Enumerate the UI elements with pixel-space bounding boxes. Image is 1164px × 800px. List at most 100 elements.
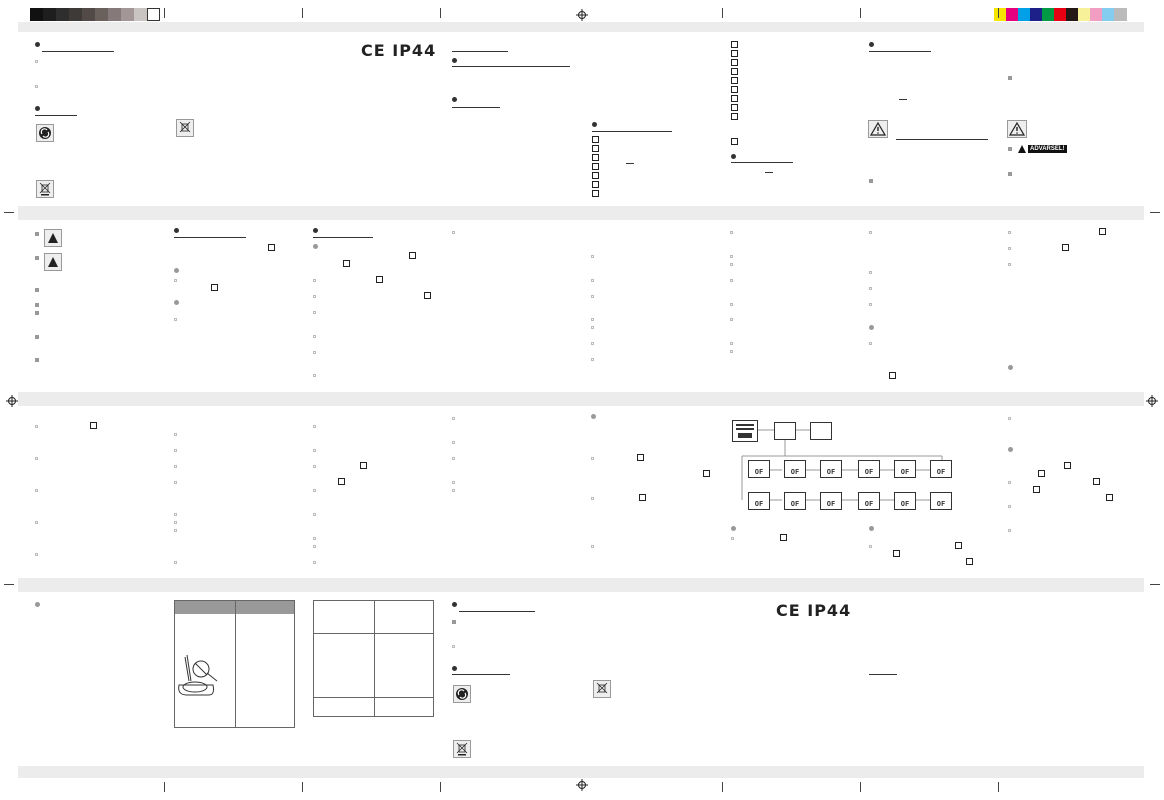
- ip-rating: IP44: [807, 601, 852, 620]
- weee-bin-icon: [176, 119, 194, 137]
- list-marker: [730, 303, 733, 306]
- list-marker: [1008, 247, 1011, 250]
- list-marker: [313, 561, 316, 564]
- part-number-box: [1106, 494, 1113, 501]
- subsection-bullet: [869, 526, 874, 531]
- list-marker: [1008, 147, 1012, 151]
- subsection-bullet: [35, 602, 40, 607]
- section-heading-rule: [42, 51, 114, 52]
- registration-mark-icon: [6, 395, 18, 407]
- lcd-readout: OF: [790, 500, 800, 508]
- list-marker: [174, 513, 177, 516]
- list-marker: [730, 263, 733, 266]
- list-marker: [174, 465, 177, 468]
- part-number-box: [592, 181, 599, 188]
- lcd-off-display: OF: [820, 460, 842, 478]
- section-heading-rule: [896, 139, 988, 140]
- list-marker: [35, 335, 39, 339]
- part-number-box: [592, 136, 599, 143]
- list-marker: [174, 449, 177, 452]
- list-marker: [452, 231, 455, 234]
- list-marker: [869, 545, 872, 548]
- section-heading-rule: [313, 237, 373, 238]
- list-marker: [174, 433, 177, 436]
- part-number-box: [966, 558, 973, 565]
- part-number-box: [703, 470, 710, 477]
- list-marker: [869, 287, 872, 290]
- part-number-box: [731, 59, 738, 66]
- separator-band: [18, 392, 1144, 406]
- list-marker: [35, 256, 39, 260]
- lcd-flow-diagram: OF OF OF OF OF OF OF OF OF OF OF OF: [728, 412, 954, 520]
- ip-rating: IP44: [392, 41, 437, 60]
- color-swatch: [1078, 8, 1091, 21]
- part-number-box: [592, 172, 599, 179]
- section-bullet: [174, 228, 179, 233]
- list-marker: [313, 465, 316, 468]
- list-marker: [452, 481, 455, 484]
- part-number-box: [360, 462, 367, 469]
- crop-mark: [860, 8, 861, 18]
- color-swatch: [1042, 8, 1055, 21]
- small-warning-icon: [1018, 145, 1026, 153]
- lcd-readout: OF: [754, 500, 764, 508]
- child-warning-icon: [44, 229, 62, 247]
- technical-data-table: [313, 600, 434, 717]
- table-column-divider: [235, 601, 236, 727]
- part-number-box: [409, 252, 416, 259]
- warning-triangle-icon: [1007, 120, 1027, 138]
- list-marker: [313, 449, 316, 452]
- list-marker: [869, 231, 872, 234]
- section-heading-rule: [452, 66, 570, 67]
- crop-mark: [860, 782, 861, 792]
- subsection-bullet: [313, 244, 318, 249]
- warning-label: ADVARSEL!: [1028, 145, 1067, 153]
- list-marker: [35, 85, 38, 88]
- list-marker: [35, 303, 39, 307]
- lcd-off-display: OF: [820, 492, 842, 510]
- part-number-box: [376, 276, 383, 283]
- section-bullet: [452, 97, 457, 102]
- battery-replacement-illustration: [178, 654, 218, 696]
- gray-swatch: [134, 8, 147, 21]
- list-marker: [730, 318, 733, 321]
- part-number-box: [731, 77, 738, 84]
- list-marker: [869, 271, 872, 274]
- section-heading-rule: [731, 162, 793, 163]
- crop-mark: [998, 782, 999, 792]
- list-marker: [591, 342, 594, 345]
- section-heading-rule: [869, 674, 897, 675]
- list-marker: [313, 489, 316, 492]
- ce-ip44-mark: CE IP44: [361, 41, 436, 60]
- part-number-box: [731, 86, 738, 93]
- part-number-box: [955, 542, 962, 549]
- lcd-off-display: OF: [858, 492, 880, 510]
- part-number-box: [1062, 244, 1069, 251]
- warning-triangle-icon: [868, 120, 888, 138]
- separator-band: [18, 578, 1144, 592]
- list-marker: [313, 545, 316, 548]
- part-number-box: [1099, 228, 1106, 235]
- section-bullet: [731, 154, 736, 159]
- gray-swatch: [43, 8, 56, 21]
- subsection-bullet: [869, 325, 874, 330]
- section-heading-rule: [869, 51, 931, 52]
- list-marker: [313, 374, 316, 377]
- crop-mark: [302, 8, 303, 18]
- part-number-box: [90, 422, 97, 429]
- ce-ip44-mark: CE IP44: [776, 601, 851, 620]
- list-marker: [35, 311, 39, 315]
- list-marker: [174, 521, 177, 524]
- crop-mark: [164, 782, 165, 792]
- list-marker: [313, 295, 316, 298]
- lcd-readout: OF: [864, 468, 874, 476]
- color-swatch: [1102, 8, 1115, 21]
- part-number-box: [268, 244, 275, 251]
- list-marker: [452, 457, 455, 460]
- list-marker: [1008, 172, 1012, 176]
- gray-swatch: [30, 8, 43, 21]
- crop-mark: [1150, 212, 1160, 213]
- part-number-box: [731, 95, 738, 102]
- section-heading-rule: [452, 674, 510, 675]
- gray-swatch: [95, 8, 108, 21]
